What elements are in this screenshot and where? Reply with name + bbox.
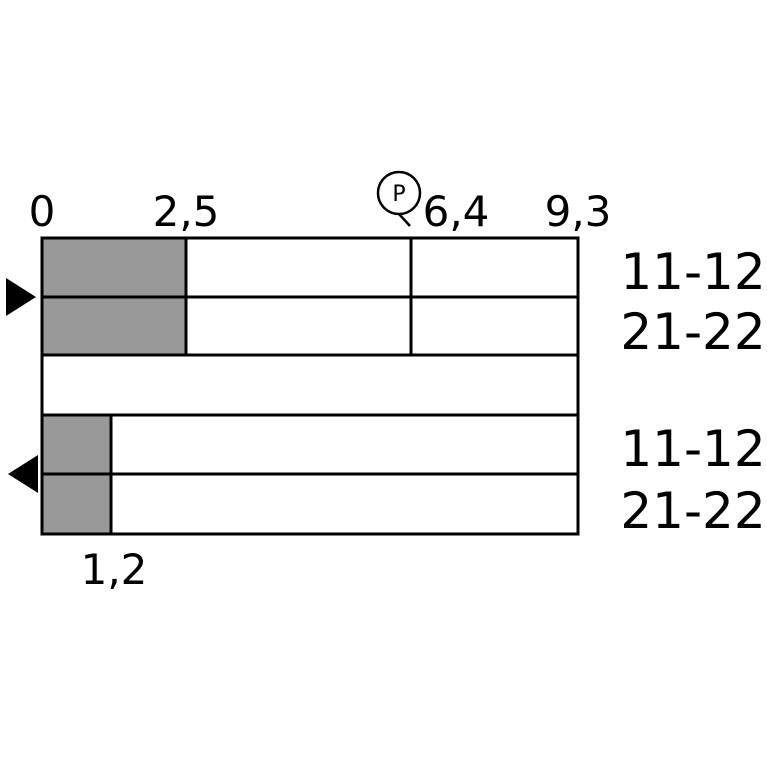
- contact-label-lower-11-12: 11-12: [620, 420, 765, 478]
- triangle-right-icon: [6, 278, 36, 316]
- upper-closed-zone-row2: [42, 297, 186, 355]
- lower-closed-zone-row1: [42, 415, 111, 474]
- contact-label-upper-21-22: 21-22: [620, 303, 765, 361]
- lower-scale-label-1-2: 1,2: [81, 545, 148, 594]
- p-marker-icon: P: [376, 170, 422, 227]
- scale-label-0: 0: [29, 187, 56, 236]
- scale-label-6-4: 6,4: [423, 187, 490, 236]
- lower-closed-zone-row2: [42, 474, 111, 534]
- scale-label-2-5: 2,5: [153, 187, 220, 236]
- p-marker-label: P: [392, 182, 405, 207]
- triangle-left-icon: [8, 455, 38, 493]
- scale-label-9-3: 9,3: [545, 187, 612, 236]
- contact-label-upper-11-12: 11-12: [620, 243, 765, 301]
- upper-closed-zone-row1: [42, 238, 186, 297]
- contact-label-lower-21-22: 21-22: [620, 482, 765, 540]
- diagram-grid: [40, 236, 580, 536]
